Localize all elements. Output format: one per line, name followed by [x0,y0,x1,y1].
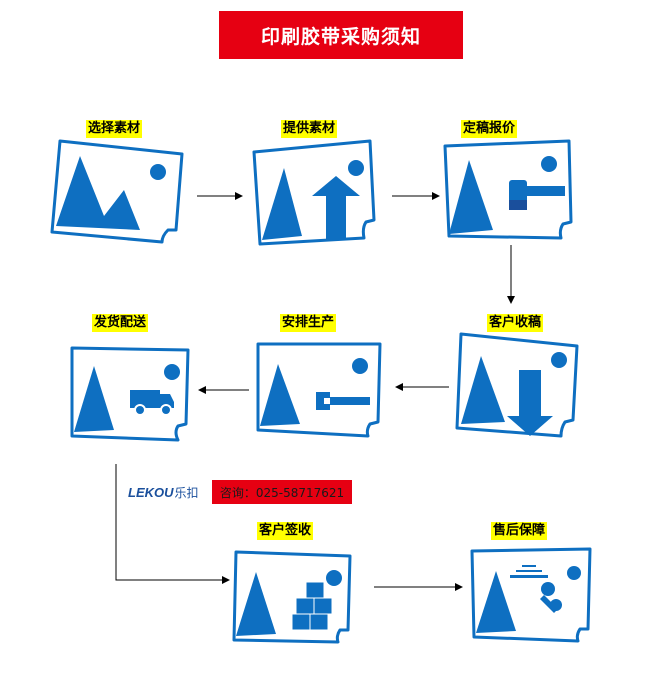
step-card-production [256,342,392,450]
step-card-receive-draft [455,332,591,440]
step-label-select-material: 选择素材 [86,120,143,138]
step-label-delivery: 发货配送 [92,314,149,332]
brand-logo-en: LEKOU [128,485,174,500]
wrench-icon [316,392,370,410]
download-arrow-icon [507,370,553,436]
step-card-finalize-quote [443,138,579,246]
upload-arrow-icon [312,176,360,240]
contact-hotline: 咨询：025-58717621 [212,480,352,504]
step-label-production: 安排生产 [280,314,337,332]
step-card-select-material [50,138,186,246]
page-title-banner: 印刷胶带采购须知 [219,11,463,59]
stamp-icon [509,180,565,210]
step-label-after-sales: 售后保障 [491,522,548,540]
service-icon [510,565,562,613]
step-label-sign-receipt: 客户签收 [257,522,314,540]
step-card-provide-material [250,138,386,246]
step-card-sign-receipt [232,550,368,658]
brand-logo: LEKOU 乐扣 [128,484,199,502]
step-card-delivery [70,346,206,454]
step-label-receive-draft: 客户收稿 [487,314,544,332]
contact-hotline-text: 咨询：025-58717621 [219,485,345,500]
step-label-finalize-quote: 定稿报价 [461,120,518,138]
picture-icon [50,139,184,244]
truck-icon [130,390,174,416]
page-title: 印刷胶带采购须知 [260,25,421,48]
step-label-provide-material: 提供素材 [281,120,338,138]
boxes-icon [291,581,333,631]
brand-logo-cn: 乐扣 [174,486,199,500]
step-card-after-sales [470,547,606,655]
